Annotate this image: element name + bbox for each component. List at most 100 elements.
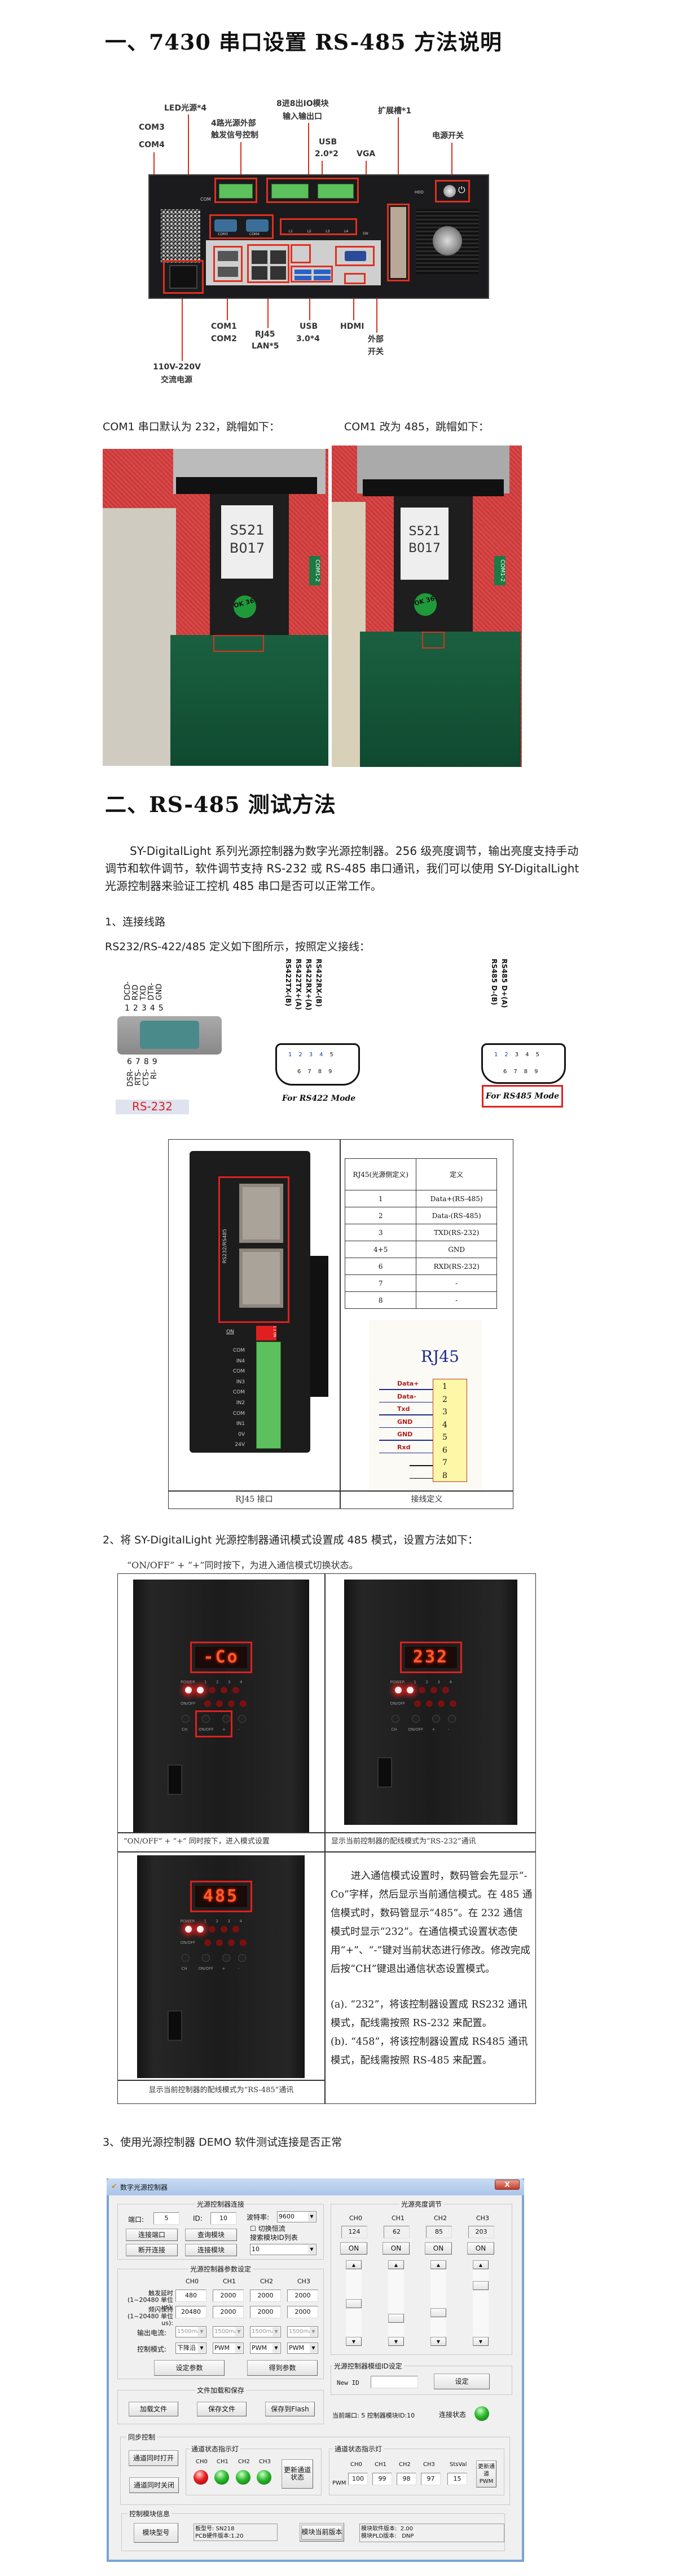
dip-on-label: ON — [226, 1329, 234, 1335]
scroll-up-icon[interactable]: ▲ — [430, 2260, 446, 2269]
refresh-pwm-button[interactable]: 更新通道PWM — [476, 2460, 496, 2487]
save-file-button[interactable]: 保存文件 — [197, 2402, 247, 2416]
strobe-input[interactable]: 20480 — [175, 2306, 206, 2318]
slider-thumb[interactable] — [430, 2308, 446, 2318]
def-definition: - — [416, 1274, 497, 1292]
brightness-slider[interactable]: ▲▼ — [388, 2260, 404, 2346]
trigger-delay-input[interactable]: 2000 — [287, 2290, 318, 2302]
module-model-button[interactable]: 模块型号 — [134, 2523, 178, 2543]
save-flash-button[interactable]: 保存到Flash — [265, 2402, 315, 2416]
module-version-button[interactable]: 模块当前版本 — [300, 2523, 344, 2542]
close-button[interactable]: X — [495, 2180, 520, 2190]
leader-line — [451, 143, 452, 180]
connect-port-button[interactable]: 连接端口 — [126, 2229, 178, 2241]
intro-paragraph: SY-DigitalLight 系列光源控制器为数字光源控制器。256 级亮度调… — [105, 844, 579, 893]
strobe-input[interactable]: 2000 — [287, 2306, 318, 2318]
trigger-delay-input[interactable]: 2000 — [213, 2290, 244, 2302]
baud-select[interactable]: 9600▼ — [277, 2211, 316, 2222]
brightness-slider[interactable]: ▲▼ — [346, 2260, 362, 2346]
rj45-box — [247, 244, 289, 283]
led-channel-label: CH0 — [196, 2459, 208, 2465]
display-highlight: 232 — [399, 1642, 462, 1673]
indicator-led — [196, 1926, 204, 1933]
channel-label: 1 — [204, 1680, 207, 1684]
all-channels-off-button[interactable]: 通道同时关闭 — [129, 2477, 179, 2493]
indicator-led — [232, 1687, 239, 1693]
trigger-delay-input[interactable]: 2000 — [250, 2290, 281, 2302]
indicator-led — [221, 1687, 227, 1693]
scroll-down-icon[interactable]: ▼ — [388, 2337, 404, 2346]
mode-description: 进入通信模式设置时，数码管会先显示“-Co”字样，然后显示当前通信模式。在 48… — [331, 1871, 533, 1975]
set-id-button[interactable]: 设定 — [434, 2374, 490, 2389]
id-input[interactable]: 10 — [210, 2212, 236, 2225]
port-input[interactable]: 5 — [153, 2212, 179, 2225]
mode-select[interactable]: PWM▼ — [287, 2343, 318, 2354]
refresh-state-button[interactable]: 更新通道状态 — [282, 2459, 313, 2489]
panel-button — [222, 1954, 230, 1962]
mode-select[interactable]: PWM▼ — [250, 2343, 281, 2354]
brightness-slider[interactable]: ▲▼ — [430, 2260, 446, 2346]
slider-thumb[interactable] — [473, 2281, 489, 2291]
scroll-down-icon[interactable]: ▼ — [430, 2337, 446, 2346]
indicator-led — [208, 1926, 216, 1933]
rocker-switch — [167, 2010, 182, 2041]
scroll-up-icon[interactable]: ▲ — [388, 2260, 404, 2269]
scroll-up-icon[interactable]: ▲ — [473, 2260, 489, 2269]
current-select[interactable]: 1500mA▼ — [213, 2326, 244, 2337]
label-ext-switch-2: 开关 — [368, 347, 384, 356]
scroll-down-icon[interactable]: ▼ — [473, 2337, 489, 2346]
current-select[interactable]: 1500mA▼ — [175, 2326, 206, 2337]
onoff-label: ON/OFF — [390, 1701, 406, 1706]
rs422-signal: RS422RX-(B) — [315, 959, 323, 1007]
connect-module-button[interactable]: 连接模块 — [185, 2244, 237, 2256]
indicator-led — [418, 1687, 425, 1693]
load-file-button[interactable]: 加载文件 — [129, 2402, 178, 2416]
panel-button-label: + — [222, 1727, 226, 1732]
channel-label: 3 — [437, 1680, 440, 1684]
wire-line — [379, 1452, 433, 1453]
disconnect-button[interactable]: 断开连接 — [126, 2244, 178, 2256]
mode-select[interactable]: PWM▼ — [213, 2343, 244, 2354]
label-com4: COM4 — [139, 140, 165, 149]
switch-cc-checkbox[interactable]: ☐ 切换恒流 — [250, 2225, 285, 2233]
brightness-channel-label: CH2 — [434, 2215, 447, 2222]
trigger-delay-input[interactable]: 480 — [175, 2290, 206, 2302]
indicator-led — [216, 1700, 223, 1707]
label-com1: COM1 — [211, 322, 237, 331]
board-mark: COM1-2 — [309, 556, 320, 585]
get-params-button[interactable]: 得到参数 — [247, 2360, 318, 2376]
channel-label: 3 — [228, 1680, 231, 1684]
jumper-caption-default: COM1 串口默认为 232，跳帽如下： — [103, 421, 280, 433]
mode-select[interactable]: 下降沿▼ — [175, 2343, 206, 2354]
wire-line — [379, 1389, 433, 1390]
panel-button-label: - — [447, 1727, 450, 1732]
brightness-slider[interactable]: ▲▼ — [473, 2260, 489, 2346]
channel-on-button[interactable]: ON — [467, 2242, 494, 2255]
all-channels-on-button[interactable]: 通道同时打开 — [129, 2450, 178, 2466]
channel-on-button[interactable]: ON — [340, 2242, 367, 2255]
strobe-input[interactable]: 2000 — [213, 2306, 244, 2318]
set-params-button[interactable]: 设定参数 — [154, 2360, 225, 2376]
strobe-input[interactable]: 2000 — [250, 2306, 281, 2318]
scroll-down-icon[interactable]: ▼ — [346, 2337, 362, 2346]
channel-on-button[interactable]: ON — [425, 2242, 452, 2255]
query-module-button[interactable]: 查询模块 — [185, 2229, 237, 2241]
group-title: 光源控制器模组ID设定 — [332, 2361, 404, 2371]
def-header-pin: RJ45(光源侧定义) — [344, 1158, 417, 1190]
slider-thumb[interactable] — [346, 2299, 362, 2309]
current-select[interactable]: 1500mA▼ — [250, 2326, 281, 2337]
display-highlight: 485 — [190, 1881, 252, 1912]
new-id-input[interactable] — [371, 2376, 418, 2388]
brightness-channel-label: CH3 — [476, 2215, 489, 2222]
wire-line — [379, 1440, 433, 1441]
scroll-up-icon[interactable]: ▲ — [346, 2260, 362, 2269]
module-id-select[interactable]: 10▼ — [250, 2244, 316, 2255]
current-select[interactable]: 1500mA▼ — [287, 2326, 318, 2337]
slider-thumb[interactable] — [388, 2313, 404, 2323]
channel-on-button[interactable]: ON — [383, 2242, 410, 2255]
panel-button — [391, 1715, 399, 1723]
